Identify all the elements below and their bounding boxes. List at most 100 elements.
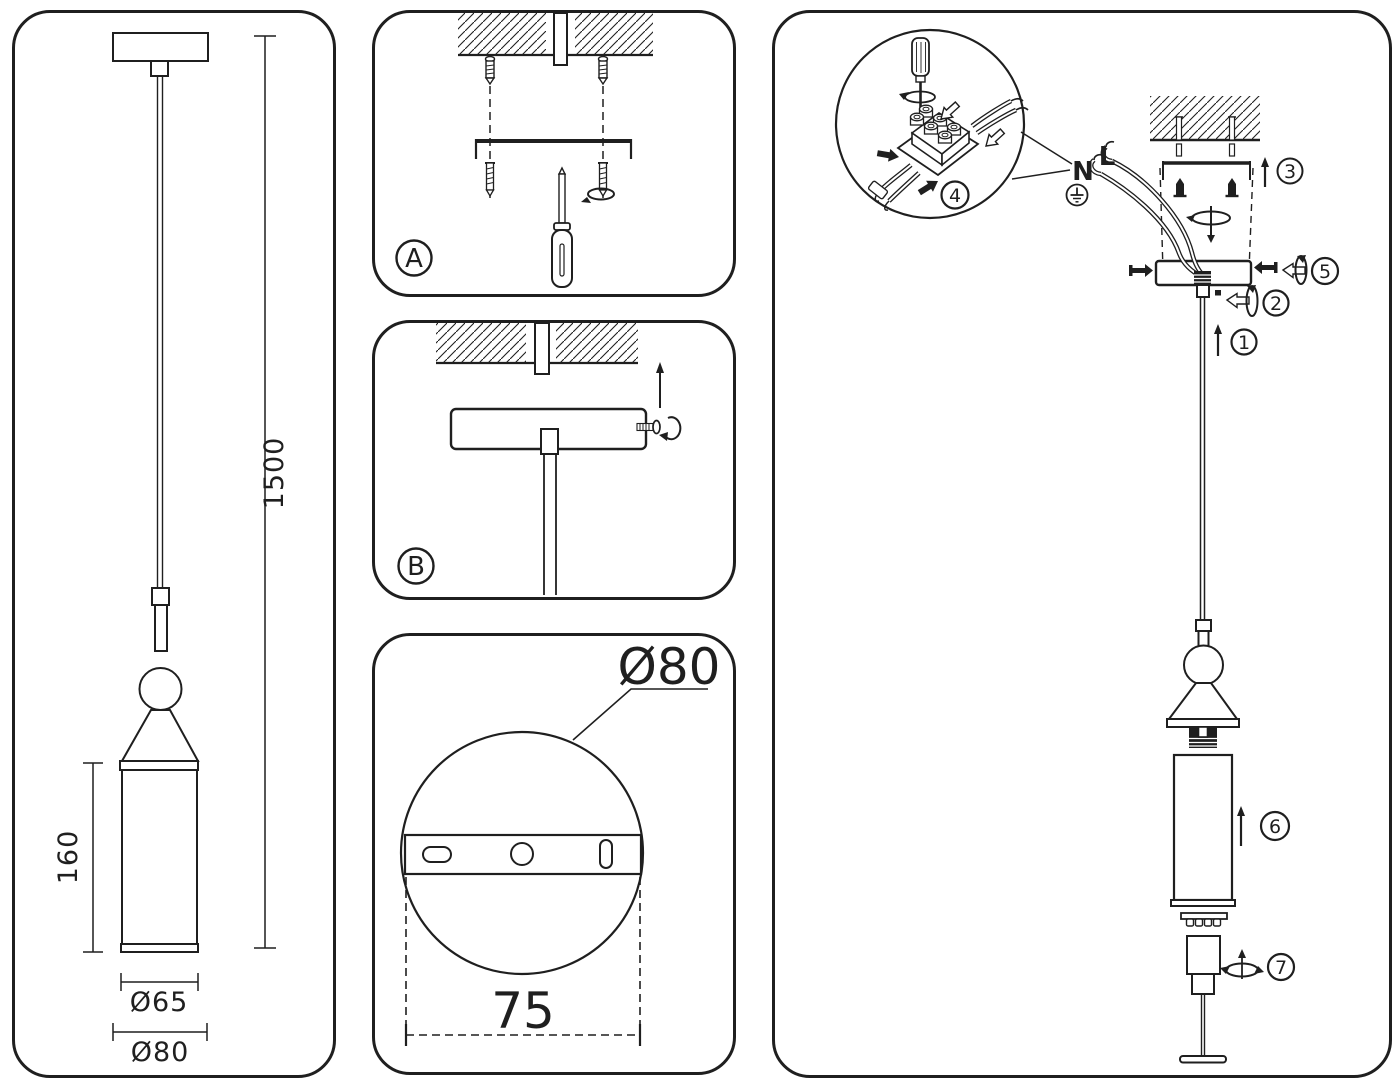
ceiling-hatch [1150, 96, 1260, 140]
step5-rotation-icon [1281, 255, 1308, 285]
step5-badge [1310, 256, 1340, 286]
wiring-detail-bubble: 4 [834, 28, 1073, 220]
lamp-socket [1186, 935, 1221, 975]
shade-cylinder [1172, 753, 1234, 902]
canopy-top-view-drawing: 75 Ø80 [399, 638, 721, 1046]
screw-icon [485, 162, 495, 198]
dimension-shade-height: 160 [53, 762, 103, 953]
socket-neck [1191, 973, 1215, 995]
step-b-badge [397, 547, 435, 585]
step2-rotation-icon [1225, 285, 1259, 317]
wall-anchor-icon [484, 55, 496, 86]
supply-wires [1088, 140, 1205, 279]
step1-number: 1 [1238, 332, 1250, 354]
ceiling-screw-icon [1175, 116, 1183, 157]
push-arrow-icon [985, 128, 1006, 147]
up-arrow-icon [656, 362, 664, 408]
dimension-diameter-callout: Ø80 [572, 638, 721, 741]
top-view-diameter-label: Ø80 [618, 638, 721, 696]
step1-arrow-icon [1214, 324, 1222, 356]
dimension-canopy-diameter: Ø80 [112, 1023, 208, 1068]
slot-right [599, 839, 613, 869]
step3-badge [1276, 157, 1304, 185]
step6-number: 6 [1269, 816, 1281, 838]
assembly-drawing: 3 [834, 28, 1340, 1064]
panel-side-view: 1500 160 Ø65 Ø80 [12, 10, 336, 1078]
panel-step-a: A [372, 10, 736, 297]
push-arrow-icon [940, 101, 961, 120]
wall-anchor-icon [597, 55, 609, 86]
step1-badge [1230, 328, 1258, 356]
cone [120, 709, 200, 762]
side-screw-icon [636, 419, 661, 435]
cord-fitting [540, 428, 559, 455]
step5-number: 5 [1319, 261, 1331, 283]
rotation-arrow-icon [899, 90, 936, 104]
screw-icon [598, 162, 608, 198]
push-arrow-icon [917, 180, 938, 196]
threaded-connector [1189, 726, 1217, 748]
inserted-wires [970, 97, 1029, 135]
dimension-overall-drop: 1500 [254, 35, 290, 949]
black-screw-up-icon [1225, 178, 1239, 198]
shade-top-ring [119, 760, 199, 771]
stem-cap [1195, 619, 1212, 632]
ground-icon [1065, 183, 1089, 207]
live-label: L [1099, 142, 1116, 172]
center-hole [510, 842, 534, 866]
step2-number: 2 [1270, 293, 1282, 315]
set-screw [1215, 290, 1221, 296]
canopy-circle [399, 730, 645, 976]
neutral-label: N [1072, 157, 1094, 187]
step-a-drawing: A [395, 13, 653, 288]
panel-assembly: 3 [772, 10, 1392, 1078]
slot-left [422, 846, 452, 863]
shade-diameter-label: Ø65 [130, 987, 189, 1018]
canopy-side-screw-icon [1129, 264, 1153, 277]
shade-height-label: 160 [53, 830, 84, 885]
hole-spacing-label: 75 [491, 982, 555, 1040]
step4-badge [940, 180, 970, 210]
cone-flange [1166, 718, 1240, 728]
step6-arrow-icon [1237, 806, 1245, 846]
step7-badge [1266, 952, 1296, 982]
screwdriver-icon [551, 166, 573, 288]
decor-ball [138, 667, 183, 711]
step3-number: 3 [1284, 161, 1296, 183]
step7-number: 7 [1275, 957, 1287, 979]
mains-cable [553, 13, 568, 66]
decor-ball [1183, 644, 1224, 686]
push-arrow-icon [876, 148, 899, 162]
cone [1167, 682, 1239, 720]
step-b-drawing: B [397, 323, 682, 595]
step-a-letter: A [405, 244, 423, 274]
twist-rotation-icon [1186, 206, 1231, 243]
step-a-badge [395, 239, 433, 277]
step4-number: 4 [949, 185, 961, 207]
stem-cap [151, 587, 170, 606]
panel-canopy-top-view: 75 Ø80 [372, 633, 736, 1075]
screwdriver-icon [911, 37, 930, 119]
overall-drop-label: 1500 [259, 437, 290, 510]
step6-badge [1259, 810, 1291, 842]
step3-arrow-icon [1261, 157, 1269, 187]
rotation-arrow-icon [581, 187, 615, 203]
pendant-lamp-drawing [112, 32, 209, 953]
shade-body [121, 769, 198, 945]
cord-grip [1194, 271, 1211, 298]
step-b-letter: B [407, 552, 425, 582]
cord-fitting [150, 60, 169, 77]
hanger-bolt [534, 323, 550, 375]
panel-step-b: B [372, 320, 736, 600]
terminal-block [896, 104, 980, 177]
shade-bottom-ring [1170, 899, 1236, 907]
ceiling-screw-icon [1228, 116, 1236, 157]
dimension-shade-diameter: Ø65 [120, 973, 199, 1018]
bulb-base-plate [1179, 1055, 1227, 1064]
canopy-side-screw-icon [1254, 261, 1278, 274]
step7-rotation-icon [1220, 949, 1264, 979]
shade-bottom-ring [120, 943, 199, 953]
stripped-wires [867, 163, 921, 211]
step2-badge [1262, 289, 1290, 317]
